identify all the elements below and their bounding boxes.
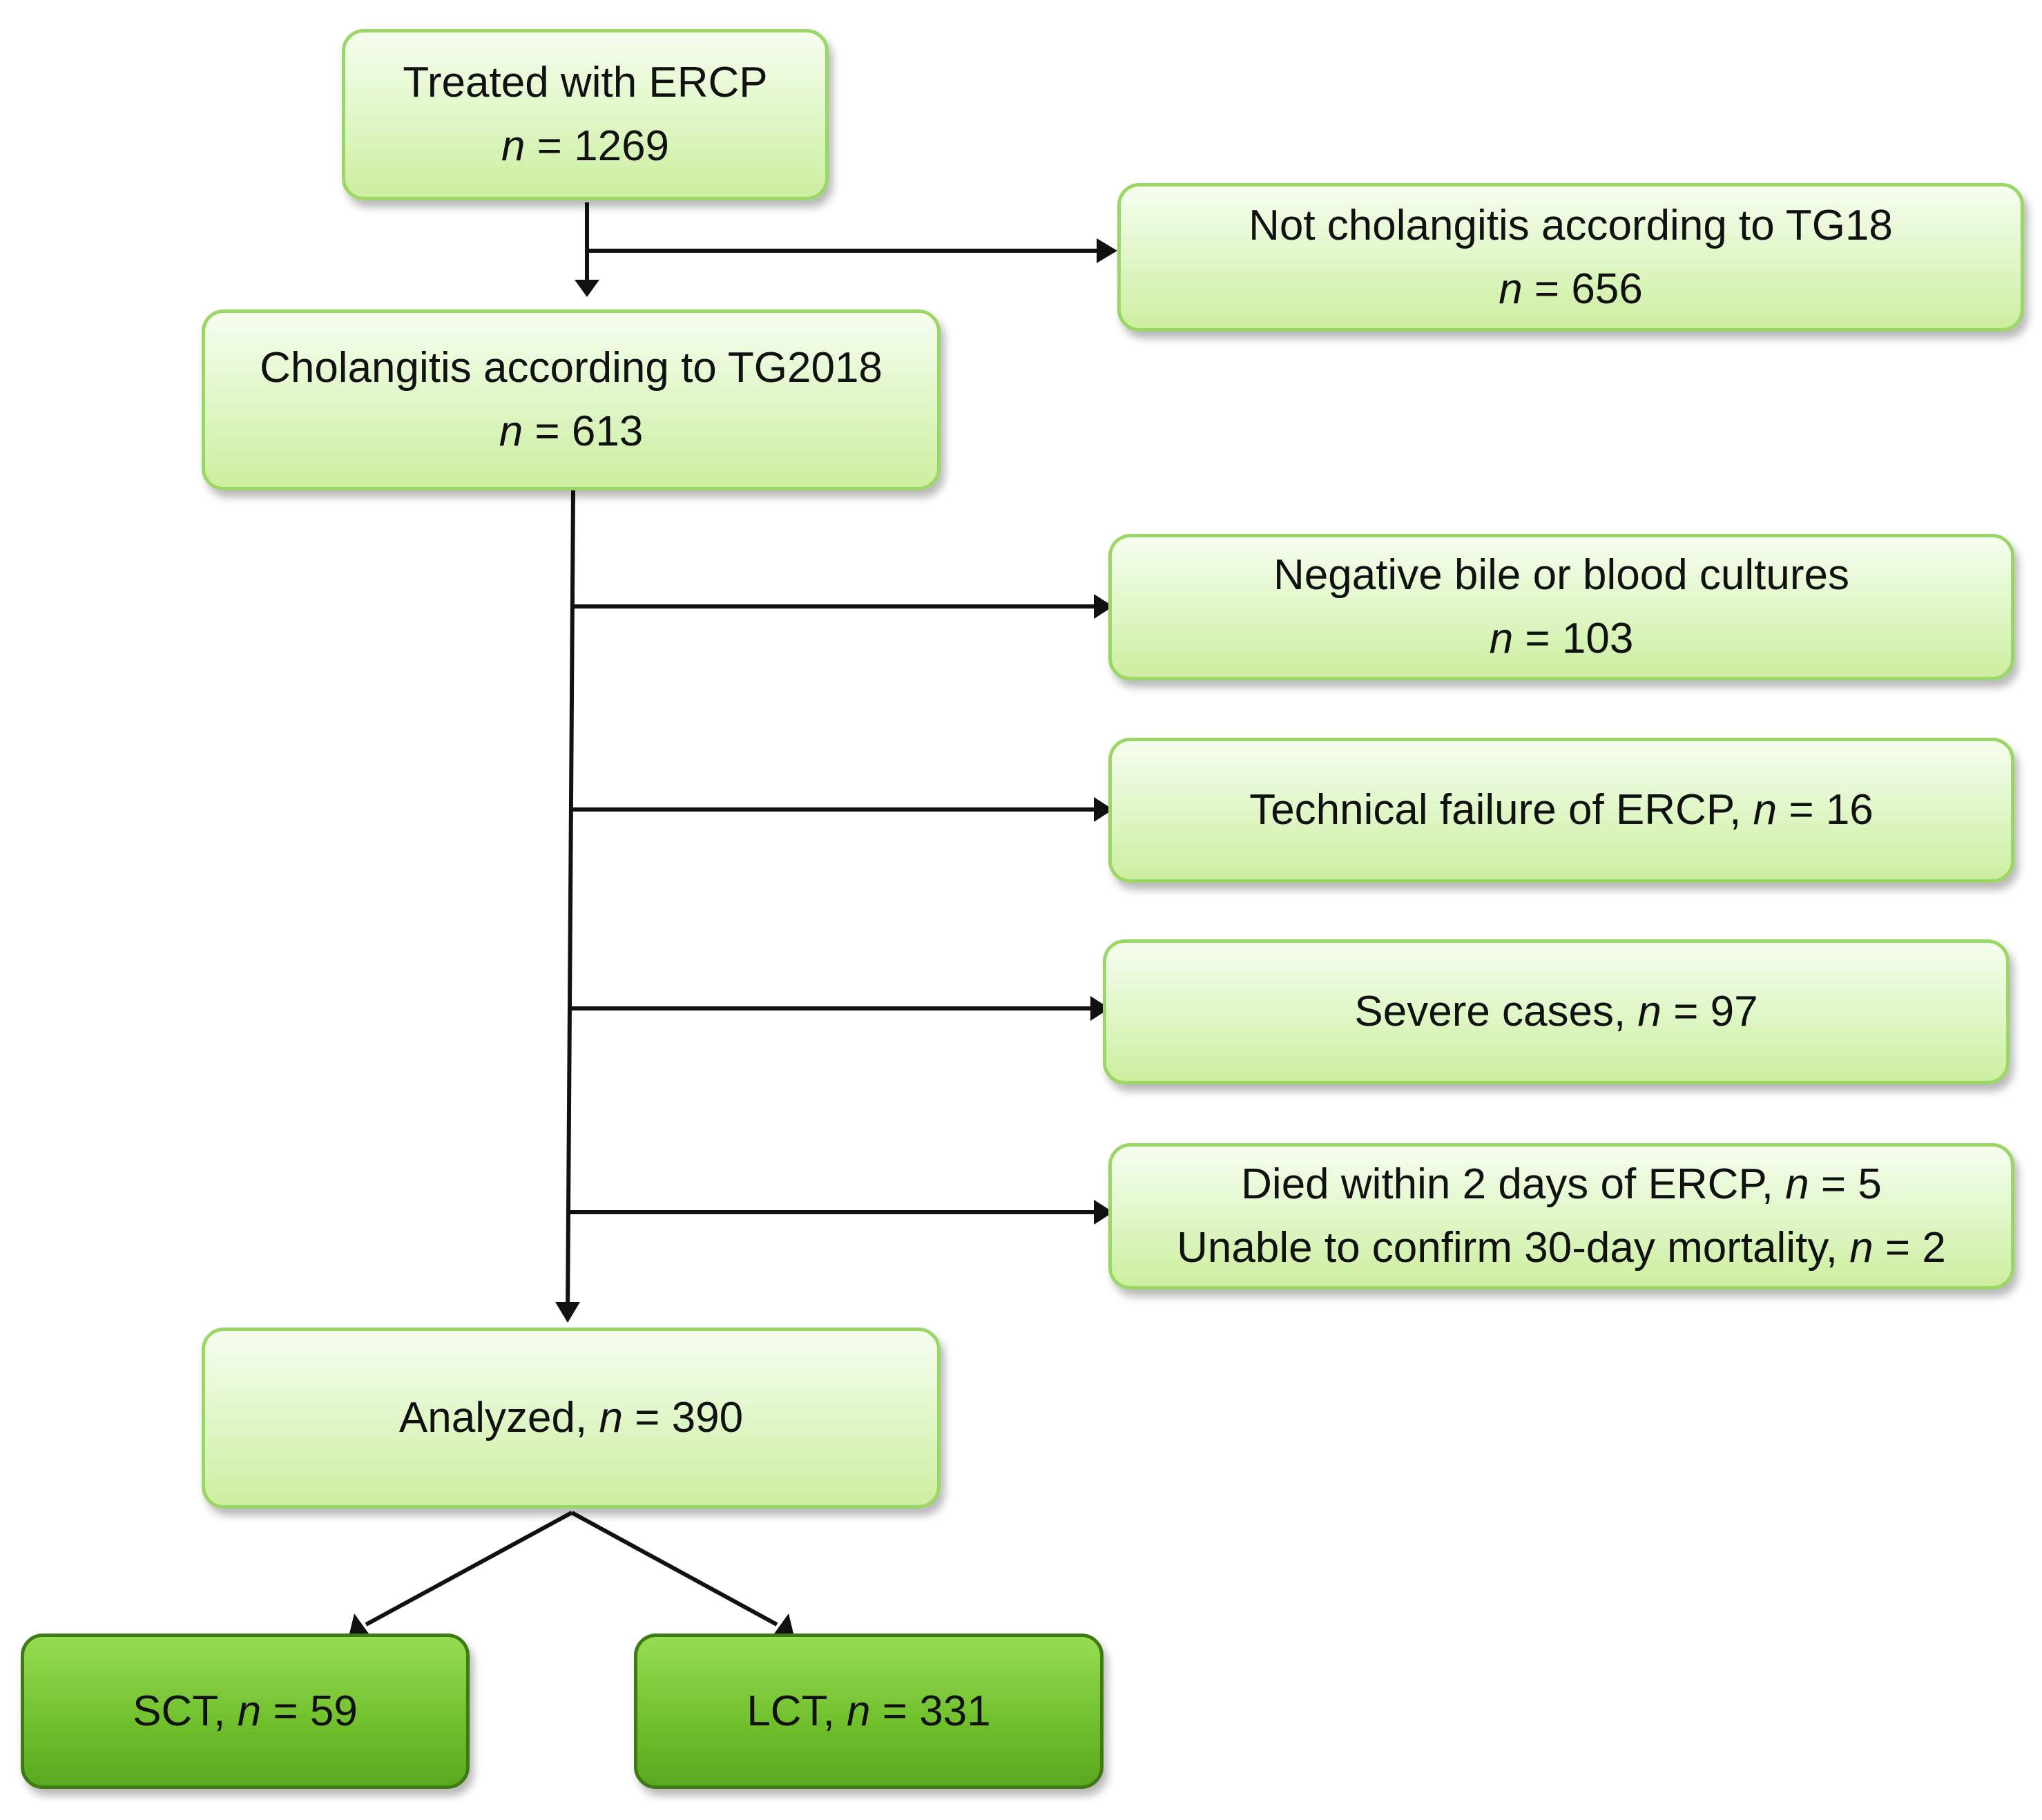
n-symbol: n xyxy=(237,1687,262,1735)
treated-with-ercp-box: Treated with ERCP n = 1269 xyxy=(342,29,829,200)
equals-sign: = xyxy=(1534,265,1560,313)
n-symbol: n xyxy=(1499,265,1523,313)
treated-label: Treated with ERCP xyxy=(403,59,768,106)
n-symbol: n xyxy=(1637,988,1661,1035)
severe-cases-label: Severe cases, xyxy=(1354,988,1626,1035)
cholangitis-box: Cholangitis according to TG2018 n = 613 xyxy=(202,309,941,490)
not-cholangitis-box: Not cholangitis according to TG18 n = 65… xyxy=(1117,183,2024,332)
negative-cultures-label: Negative bile or blood cultures xyxy=(1273,551,1850,599)
n-symbol: n xyxy=(501,122,526,170)
equals-sign: = xyxy=(1885,1224,1911,1272)
equals-sign: = xyxy=(534,408,560,455)
severe-cases-count: 97 xyxy=(1710,988,1758,1035)
technical-failure-label: Technical failure of ERCP, xyxy=(1249,786,1742,834)
mortality-exclusion-box: Died within 2 days of ERCP, n = 5 Unable… xyxy=(1108,1143,2014,1290)
analyzed-count: 390 xyxy=(671,1394,744,1441)
treated-count: 1269 xyxy=(574,122,670,170)
sct-label: SCT, xyxy=(133,1687,226,1735)
negative-cultures-box: Negative bile or blood cultures n = 103 xyxy=(1108,534,2014,680)
equals-sign: = xyxy=(1525,615,1550,662)
died-label: Died within 2 days of ERCP, xyxy=(1241,1160,1773,1208)
technical-failure-box: Technical failure of ERCP, n = 16 xyxy=(1108,738,2014,883)
equals-sign: = xyxy=(1673,988,1699,1035)
negative-cultures-count: 103 xyxy=(1561,615,1634,662)
lct-count: 331 xyxy=(919,1687,991,1735)
lct-box: LCT, n = 331 xyxy=(634,1634,1104,1789)
arrow-analyzed-to-lct xyxy=(570,1511,778,1627)
died-count: 5 xyxy=(1858,1160,1882,1208)
n-symbol: n xyxy=(1785,1160,1809,1208)
n-symbol: n xyxy=(1849,1224,1874,1272)
arrow-analyzed-to-sct xyxy=(365,1511,573,1627)
equals-sign: = xyxy=(273,1687,298,1735)
unable-count: 2 xyxy=(1922,1224,1946,1272)
arrow-cholangitis-to-analyzed xyxy=(566,490,575,1316)
n-symbol: n xyxy=(1753,786,1778,834)
equals-sign: = xyxy=(635,1394,660,1441)
n-symbol: n xyxy=(599,1394,623,1441)
equals-sign: = xyxy=(1820,1160,1847,1208)
not-cholangitis-count: 656 xyxy=(1571,265,1643,313)
cholangitis-count: 613 xyxy=(571,408,644,455)
n-symbol: n xyxy=(499,408,523,455)
sct-count: 59 xyxy=(309,1687,358,1735)
technical-failure-count: 16 xyxy=(1825,786,1874,834)
lct-label: LCT, xyxy=(747,1687,835,1735)
analyzed-label: Analyzed, xyxy=(398,1394,588,1441)
n-symbol: n xyxy=(847,1687,871,1735)
equals-sign: = xyxy=(1789,786,1814,834)
sct-box: SCT, n = 59 xyxy=(21,1634,470,1789)
cholangitis-label: Cholangitis according to TG2018 xyxy=(260,344,883,392)
analyzed-box: Analyzed, n = 390 xyxy=(202,1328,941,1508)
unable-label: Unable to confirm 30-day mortality, xyxy=(1177,1224,1838,1272)
equals-sign: = xyxy=(882,1687,907,1735)
severe-cases-box: Severe cases, n = 97 xyxy=(1103,939,2010,1084)
n-symbol: n xyxy=(1489,615,1514,662)
equals-sign: = xyxy=(537,122,562,170)
not-cholangitis-label: Not cholangitis according to TG18 xyxy=(1249,201,1893,249)
